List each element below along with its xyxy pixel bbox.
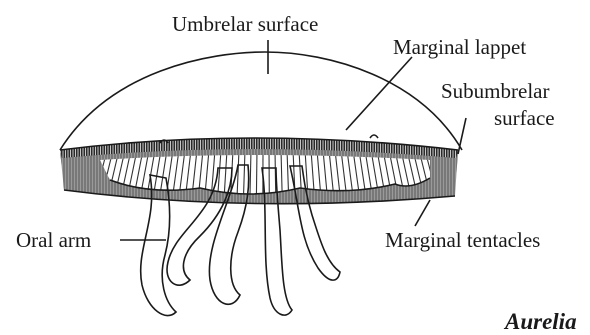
genus-name: Aurelia: [503, 309, 577, 330]
label-marginal-tentacles: Marginal tentacles: [385, 228, 540, 252]
label-oral-arm: Oral arm: [16, 228, 91, 252]
label-subumbrellar-line1: Subumbrelar: [441, 79, 549, 103]
label-umbrellar-surface: Umbrelar surface: [172, 12, 318, 36]
umbrella-dome: [60, 52, 462, 150]
label-subumbrellar-line2: surface: [494, 106, 555, 130]
hatch-line: [256, 150, 257, 200]
label-marginal-lappet: Marginal lappet: [393, 35, 526, 59]
leader-marginal-tentacles: [415, 200, 430, 226]
